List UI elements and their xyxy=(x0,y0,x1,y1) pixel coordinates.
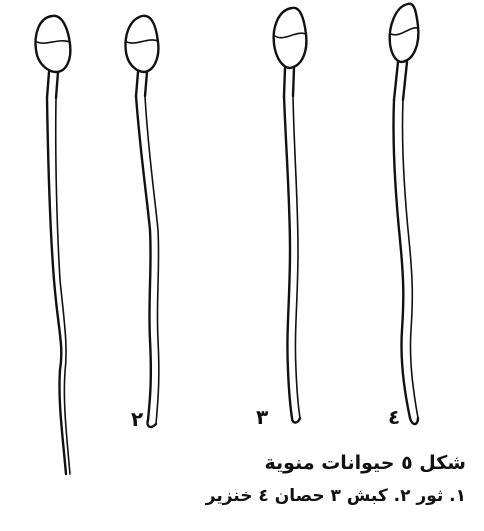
sperm-number-label: ٣ xyxy=(256,405,268,429)
sperm-tail xyxy=(284,96,292,418)
sperm-cell-ram xyxy=(126,16,159,427)
sperm-midpiece xyxy=(47,72,58,98)
sperm-midpiece xyxy=(136,72,147,96)
sperm-cell-boar xyxy=(390,4,419,424)
sperm-cell-bull xyxy=(36,16,71,474)
figure-caption-title: شكل ٥ حيوانات منوية xyxy=(265,452,466,474)
sperm-tail-edge xyxy=(56,98,70,474)
sperm-tail-edge xyxy=(402,100,418,418)
sperm-midpiece xyxy=(284,68,294,96)
sperm-midpiece xyxy=(394,62,407,100)
sperm-cell-horse xyxy=(274,8,307,423)
sperm-acrosome-line xyxy=(391,28,418,35)
sperm-head xyxy=(126,16,159,72)
sperm-tail xyxy=(393,100,410,418)
sperm-number-label: ٤ xyxy=(388,405,400,429)
sperm-tail-tip xyxy=(410,418,418,424)
sperm-acrosome-line xyxy=(37,41,70,43)
sperm-head xyxy=(36,16,71,72)
sperm-tail-tip xyxy=(147,420,156,427)
figure-caption-legend: ١. ثور ٢. كبش ٣ حصان ٤ خنزير xyxy=(206,486,466,506)
sperm-tail-edge xyxy=(293,96,300,418)
sperm-acrosome-line xyxy=(127,40,158,43)
sperm-tail-tip xyxy=(292,418,300,423)
sperm-acrosome-line xyxy=(275,33,306,38)
sperm-number-label: ٢ xyxy=(131,407,143,431)
